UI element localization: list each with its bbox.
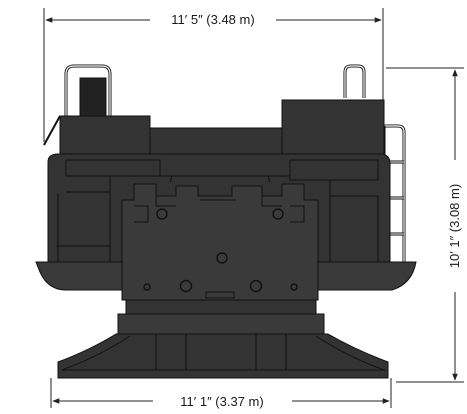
- left-handrail: [43, 64, 112, 146]
- machine-illustration: [35, 64, 417, 379]
- right-upper-housing: [281, 99, 385, 157]
- bottom-width-label: 11′ 1″ (3.37 m): [180, 394, 263, 409]
- left-deck: [35, 261, 123, 291]
- engine-cover: [149, 127, 283, 157]
- exhaust-stack: [79, 77, 107, 119]
- height-label: 10′ 1″ (3.08 m): [447, 184, 462, 268]
- top-width-label: 11′ 5″ (3.48 m): [171, 12, 254, 27]
- undercarriage-slab: [125, 299, 317, 315]
- frame-details: [134, 175, 305, 299]
- top-width-dimension: 11′ 5″ (3.48 m): [45, 12, 382, 27]
- left-upper-housing: [59, 115, 151, 157]
- track-frame: [57, 333, 389, 379]
- right-deck: [317, 261, 417, 291]
- body-panels: [56, 159, 379, 262]
- extension-lines: [43, 8, 464, 408]
- center-frame: [121, 183, 319, 301]
- undercarriage-block: [117, 313, 325, 335]
- height-dimension: 10′ 1″ (3.08 m): [447, 69, 462, 381]
- bottom-width-dimension: 11′ 1″ (3.37 m): [52, 394, 390, 409]
- bolt-holes: [143, 208, 298, 293]
- track-details: [61, 334, 386, 371]
